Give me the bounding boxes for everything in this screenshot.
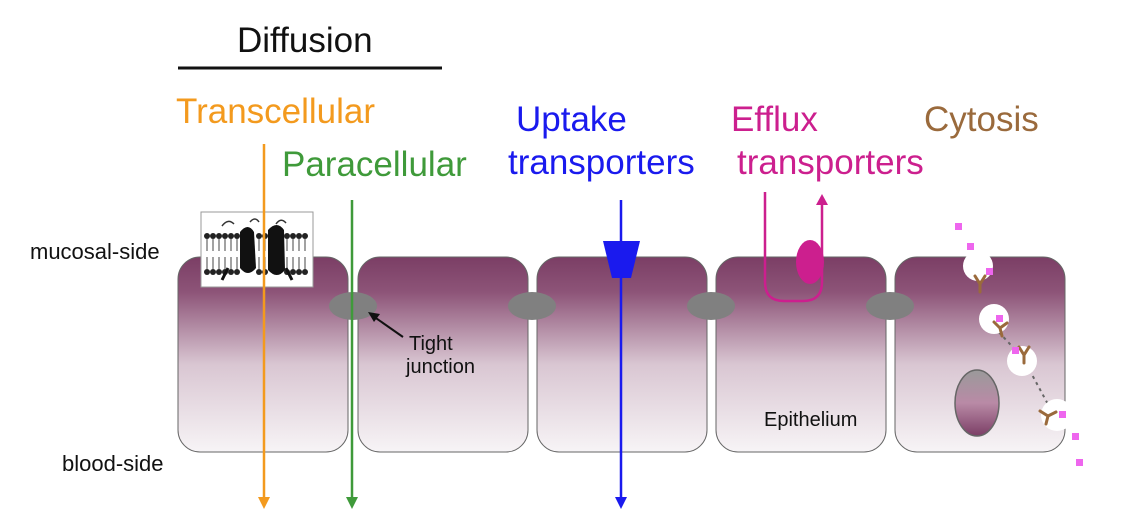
uptake-transporter-protein	[603, 241, 640, 278]
diffusion-title: Diffusion	[237, 21, 373, 60]
efflux-arrow	[763, 192, 824, 303]
cytosis-graphic	[954, 223, 1083, 466]
efflux-label-line1: Efflux	[731, 100, 818, 139]
tight-junction-pointer-head	[368, 312, 380, 322]
tight-junction-pointer	[372, 315, 404, 338]
receptor-4	[1038, 409, 1058, 426]
cargo-particle	[967, 243, 974, 250]
receptor-2	[992, 320, 1009, 338]
epithelium-label: Epithelium	[764, 409, 858, 431]
uptake-label-line2: transporters	[508, 143, 695, 182]
blood-side-label: blood-side	[62, 451, 164, 476]
tight-junction-label-line2: junction	[406, 356, 475, 378]
lipid-bilayer-image	[200, 211, 314, 288]
efflux-arrowhead	[816, 194, 828, 205]
receptor-1	[973, 274, 987, 294]
cargo-particle	[1072, 433, 1079, 440]
efflux-label-line2: transporters	[737, 143, 924, 182]
efflux-transporter-protein	[796, 240, 824, 284]
paracellular-label: Paracellular	[282, 145, 467, 184]
cargo-particle	[1076, 459, 1083, 466]
tight-junction-4	[866, 292, 914, 320]
vesicle-1	[963, 251, 993, 281]
transcellular-label: Transcellular	[176, 92, 376, 131]
uptake-label-line1: Uptake	[516, 100, 627, 139]
vesicle-2	[979, 304, 1009, 334]
nucleus	[954, 369, 1000, 437]
receptor-3	[1017, 345, 1031, 365]
cargo-particle	[996, 315, 1003, 322]
paracellular-arrowhead	[346, 497, 358, 509]
tight-junction-label-line1: Tight	[409, 333, 453, 355]
cargo-particle	[1059, 411, 1066, 418]
transcellular-arrowhead	[258, 497, 270, 509]
tight-junction-2	[508, 292, 556, 320]
tight-junction-3	[687, 292, 735, 320]
vesicle-4	[1041, 399, 1073, 431]
uptake-arrowhead	[615, 497, 627, 509]
cytosis-label: Cytosis	[924, 100, 1039, 139]
epithelial-cell-2	[357, 256, 529, 453]
mucosal-side-label: mucosal-side	[30, 239, 160, 264]
cargo-particle	[955, 223, 962, 230]
cargo-particle	[986, 268, 993, 275]
cargo-particle	[1012, 347, 1019, 354]
